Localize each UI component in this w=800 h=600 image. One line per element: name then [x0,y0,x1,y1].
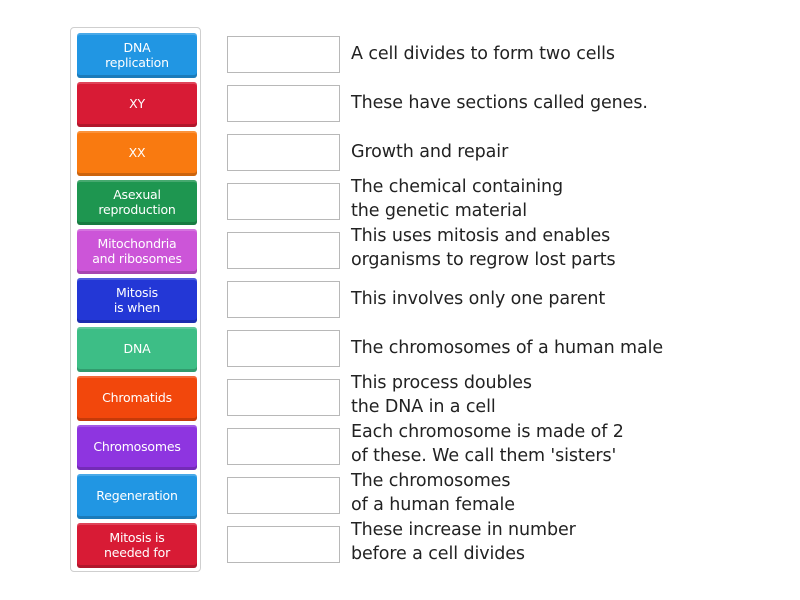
row-description: The chromosomes of a human female [351,471,515,515]
row-description: This uses mitosis and enables organisms … [351,226,616,270]
row-description: This involves only one parent [351,289,606,309]
answer-card-dna[interactable]: DNA [77,327,197,372]
row-description: The chemical containing the genetic mate… [351,177,563,221]
drop-slot[interactable] [227,428,340,465]
answer-card-mitosis-needed-for[interactable]: Mitosis is needed for [77,523,197,568]
answer-card-regeneration[interactable]: Regeneration [77,474,197,519]
answer-card-xy[interactable]: XY [77,82,197,127]
row-description: These have sections called genes. [351,93,648,113]
answer-card-asexual-reproduction[interactable]: Asexual reproduction [77,180,197,225]
drop-slot[interactable] [227,232,340,269]
row-description: Growth and repair [351,142,509,162]
drop-slot[interactable] [227,85,340,122]
answer-card-dna-replication[interactable]: DNA replication [77,33,197,78]
answer-card-mitosis-is-when[interactable]: Mitosis is when [77,278,197,323]
answer-card-mitochondria-ribosomes[interactable]: Mitochondria and ribosomes [77,229,197,274]
drop-slot[interactable] [227,526,340,563]
row-description: These increase in number before a cell d… [351,520,576,564]
drop-slot[interactable] [227,330,340,367]
drop-slot[interactable] [227,134,340,171]
drop-slot[interactable] [227,36,340,73]
row-description: The chromosomes of a human male [351,338,664,358]
row-description: A cell divides to form two cells [351,44,615,64]
drop-slot[interactable] [227,379,340,416]
drop-slot[interactable] [227,183,340,220]
row-description: Each chromosome is made of 2 of these. W… [351,422,624,466]
answer-card-panel: DNA replication XY XX Asexual reproducti… [70,27,201,572]
drop-slot[interactable] [227,477,340,514]
row-description: This process doubles the DNA in a cell [351,373,532,417]
drop-slot[interactable] [227,281,340,318]
answer-card-chromosomes[interactable]: Chromosomes [77,425,197,470]
answer-card-chromatids[interactable]: Chromatids [77,376,197,421]
answer-card-xx[interactable]: XX [77,131,197,176]
